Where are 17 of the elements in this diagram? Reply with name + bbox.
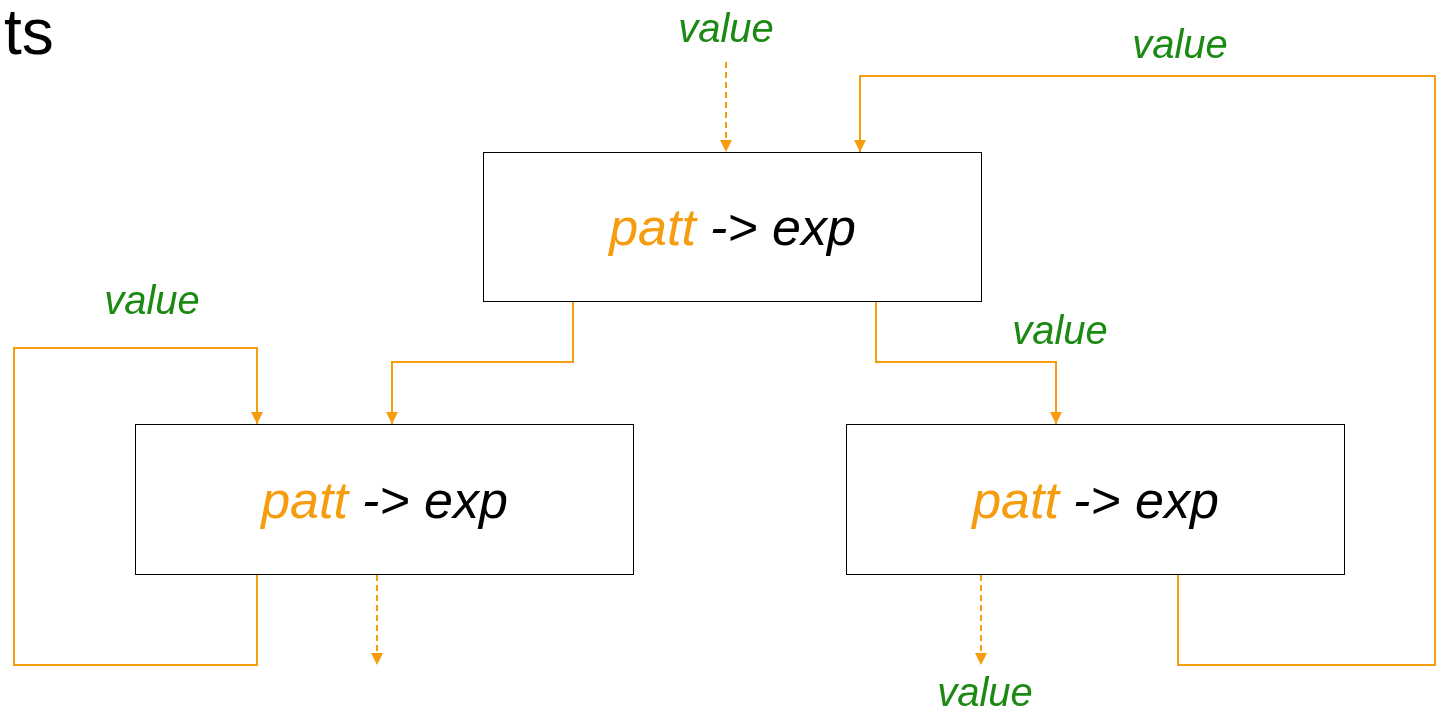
pattern-text: patt (261, 469, 348, 530)
arrow (854, 75, 1436, 666)
expression-text: -> exp (709, 197, 856, 257)
arrow (13, 347, 263, 666)
pattern-text: patt (972, 469, 1059, 530)
heading-text: ts (4, 0, 54, 64)
process-box (135, 424, 634, 575)
process-box (483, 152, 982, 302)
expression-text: -> exp (361, 469, 508, 530)
expression-text: -> exp (1072, 469, 1219, 530)
process-box (846, 424, 1345, 575)
arrow (975, 574, 987, 666)
arrow (875, 301, 1062, 425)
arrow (371, 574, 383, 666)
pattern-text: patt (609, 197, 696, 257)
arrow (720, 61, 732, 153)
arrow (386, 301, 574, 425)
